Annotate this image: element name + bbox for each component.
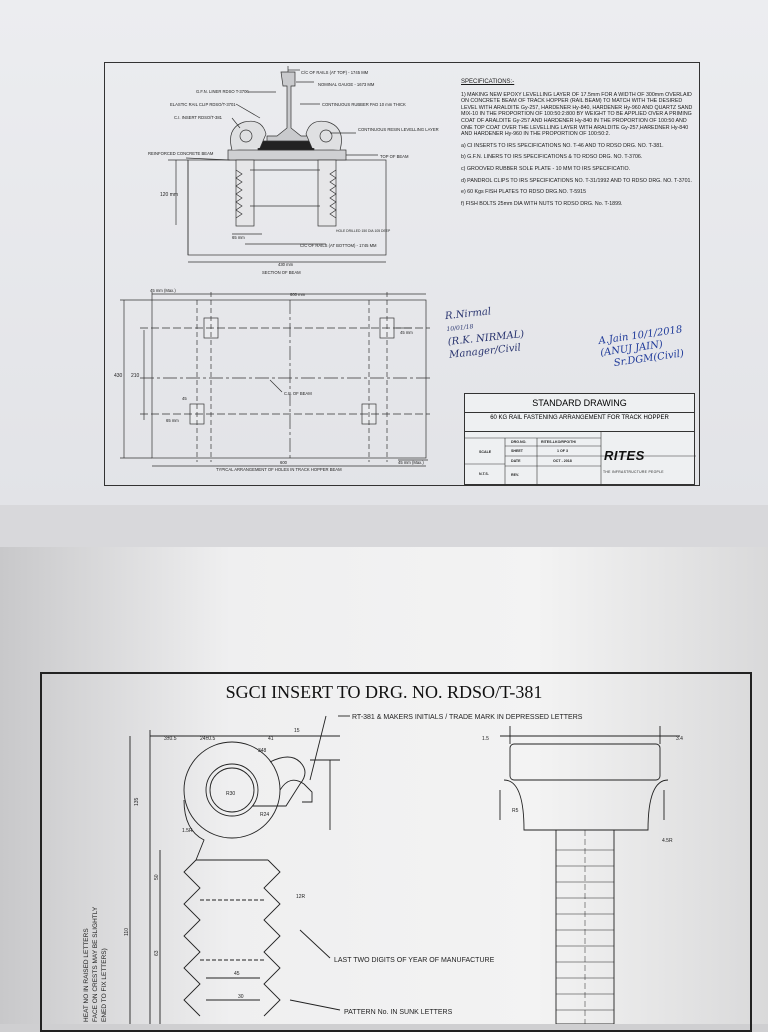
label-45mm-max-2: 45 mm (Max.) [398,460,424,465]
label-600: 600 [280,460,288,465]
label-top-of-beam: TOP OF BEAM [380,154,409,159]
label-600mm: 600 mm [290,292,306,297]
label-cc-bottom: C/C OF RAILS (AT BOTTOM) - 1745 MM [300,243,377,248]
drawing-title: 60 KG RAIL FASTENING ARRANGEMENT FOR TRA… [465,412,694,432]
sheet-value: 1 OF 3 [557,449,568,453]
date-label: DATE [511,459,521,463]
label-rubber-pad: CONTINUOUS RUBBER PAD 10 mm THICK [322,102,406,107]
label-210: 210 [131,373,140,379]
label-65mm-b: 65 mm [166,418,179,423]
spec-c: c) GROOVED RUBBER SOLE PLATE - 10 MM TO … [461,165,631,172]
title-block-grid [465,432,696,486]
drg-no-label: DRG.NO. [511,440,527,444]
rites-logo: RITES [604,448,645,463]
label-resin: CONTINUOUS RESIN LEVELLING LAYER [358,127,439,132]
sheet-label: SHEET [511,449,523,453]
date-value: OCT - 2018 [553,459,572,463]
specifications: SPECIFICATIONS:- 1) MAKING NEW EPOXY LEV… [461,79,693,212]
label-45: 45 [182,396,187,401]
label-rcc-beam: REINFORCED CONCRETE BEAM [148,151,214,156]
label-cc-top: C/C OF RAILS (AT TOP) - 1745 MM [301,70,369,75]
scale-value: N.T.S. [479,472,489,476]
sheet-1-border [104,62,700,486]
sheet-gap [0,505,768,547]
sheet-2-border [40,672,752,1032]
label-typical-arrangement: TYPICAL ARRANGEMENT OF HOLES IN TRACK HO… [216,467,342,472]
spec-e: e) 60 Kgs FISH PLATES TO RDSO DRG.NO. T-… [461,189,587,196]
label-45mm-max: 45 mm (Max.) [150,288,176,293]
signature-left: R.Nirmal 10/01/18 (R.K. NIRMAL) Manager/… [444,306,525,361]
label-gfn-liner: G.F.N. LINER RDSO T-3706 [196,89,249,94]
standard-drawing-heading: STANDARD DRAWING [465,394,694,413]
spec-b: b) G.F.N. LINERS TO IRS SPECIFICATIONS &… [461,154,643,161]
label-gauge: NOMINAL GAUGE - 1673 MM [318,82,375,87]
label-cl-of-beam: C.L. OF BEAM [284,391,312,396]
rail-section-drawing: C/C OF RAILS (AT TOP) - 1745 MM NOMINAL … [114,66,439,472]
title-block: STANDARD DRAWING 60 KG RAIL FASTENING AR… [464,393,696,486]
label-430: 430 [114,373,123,379]
rev-label: REV. [511,473,520,477]
spec-d: d) PANDROL CLIPS TO IRS SPECIFICATIONS N… [461,177,692,184]
label-hole: HOLE DRILLED 150 DIA 105 DEEP [336,229,391,233]
label-ci-insert: C.I. INSERT RDSO/T-381 [174,115,223,120]
spec-1: 1) MAKING NEW EPOXY LEVELLING LAYER OF 1… [461,91,693,138]
sheet-2-title: SGCI INSERT TO DRG. NO. RDSO/T-381 [225,682,543,702]
spec-heading: SPECIFICATIONS:- [461,79,515,85]
label-120mm: 120 mm [160,192,178,198]
label-section-of-beam: SECTION OF BEAM [262,270,301,275]
spec-f: f) FISH BOLTS 25mm DIA WITH NUTS TO RDSO… [461,200,623,207]
label-45mm: 45 mm [400,330,413,335]
drg-no-value: RITES-LKO/RPO/TH/ [541,440,576,444]
label-65mm: 65 mm [232,235,245,240]
label-430mm: 430 mm [278,262,294,267]
label-erc: ELASTIC RAIL CLIP RDSO/T-3701 [170,102,236,107]
spec-a: a) CI INSERTS TO IRS SPECIFICATIONS NO. … [461,142,664,149]
rites-tagline: THE INFRASTRUCTURE PEOPLE [603,470,664,474]
scale-label: SCALE [479,450,492,454]
